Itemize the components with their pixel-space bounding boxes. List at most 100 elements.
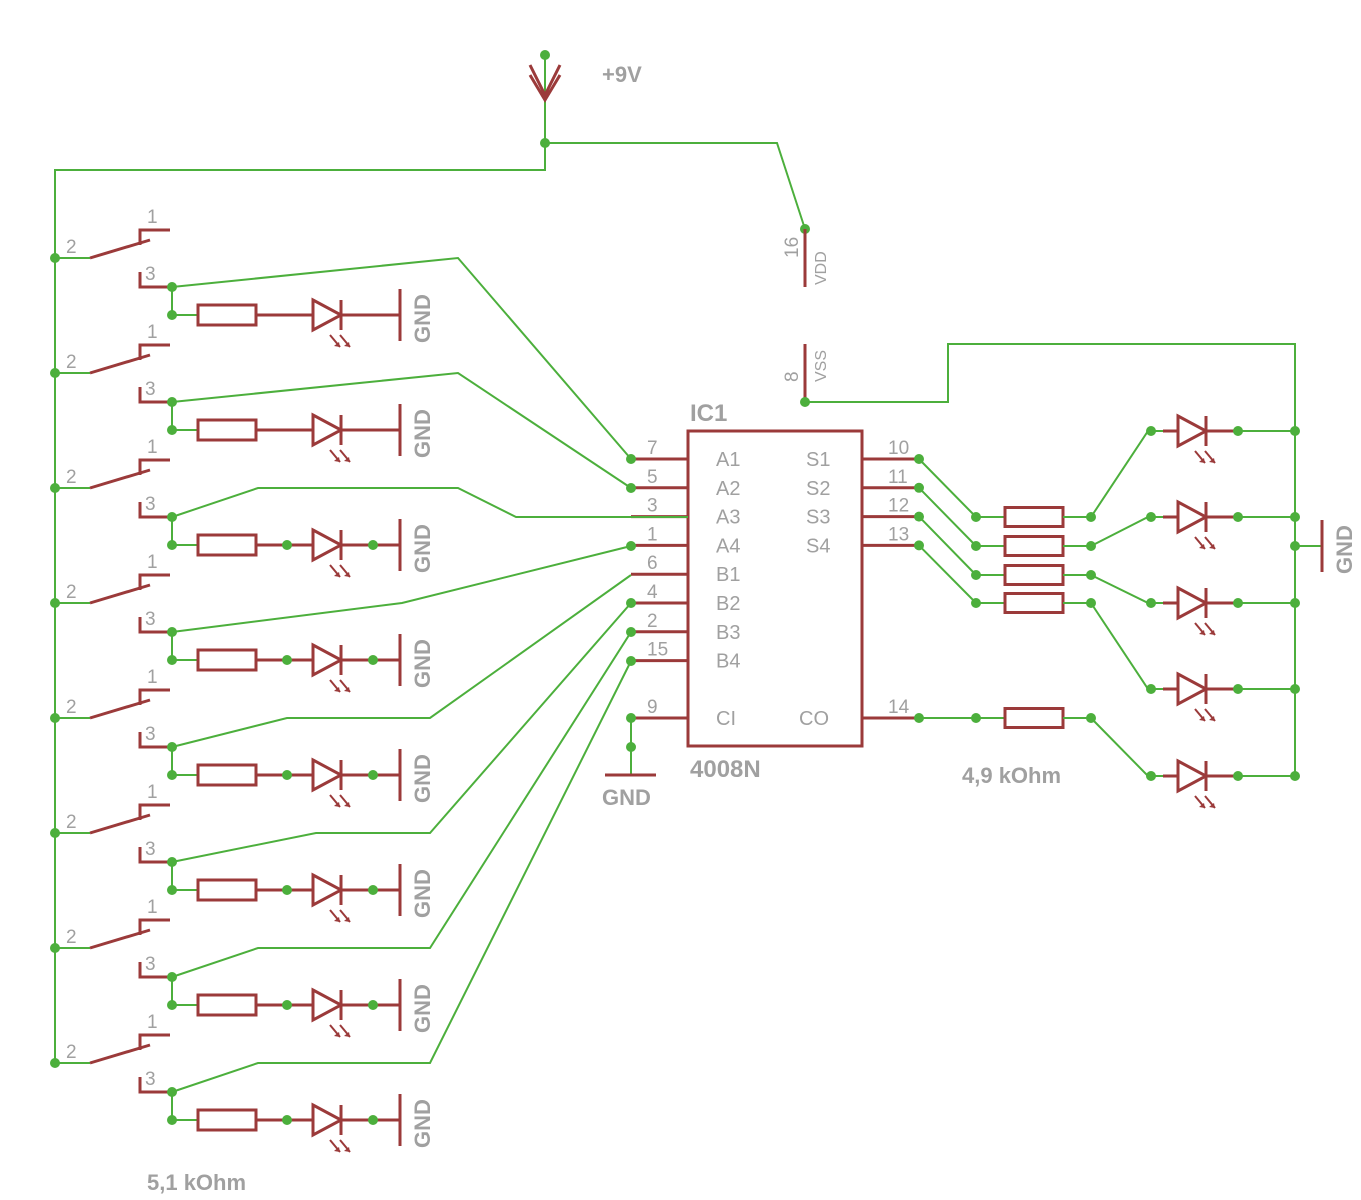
resistor-icon (196, 418, 258, 442)
ic-pin-label: B2 (716, 593, 740, 615)
switch-pin-label: 2 (66, 812, 77, 833)
resistor-icon (196, 648, 258, 672)
gnd-label: GND (410, 869, 435, 918)
switch-pin-label: 1 (147, 437, 158, 458)
led-icon (1176, 499, 1216, 550)
resistor-icon (1003, 506, 1065, 528)
switch-icon[interactable]: 1 2 3 (50, 437, 170, 519)
input-channels: 123GND123GND123GND123GND123GND123GND123G… (50, 207, 435, 1153)
switch-pin-label: 1 (147, 552, 158, 573)
ic-pin-number: 4 (647, 582, 658, 603)
gnd-label: GND (410, 639, 435, 688)
ic-pin-label: A3 (716, 507, 740, 529)
switch-pin-label: 2 (66, 467, 77, 488)
led-icon (311, 297, 351, 348)
ic-pin-label: B1 (716, 564, 740, 586)
switch-pin-label: 1 (147, 782, 158, 803)
switch-pin-label: 2 (66, 352, 77, 373)
vss-pin-number: 8 (782, 371, 803, 382)
ic-pin-label: A1 (716, 449, 740, 471)
gnd-label: GND (410, 754, 435, 803)
gnd-label: GND (410, 294, 435, 343)
switch-pin-label: 2 (66, 582, 77, 603)
led-icon (311, 527, 351, 578)
led-icon (311, 757, 351, 808)
led-icon (1176, 585, 1216, 636)
switch-icon[interactable]: 1 2 3 (50, 1012, 170, 1094)
vdd-pin: 16 VDD (782, 229, 830, 287)
resistor-icon (196, 878, 258, 902)
vss-label: VSS (813, 350, 830, 382)
supply-9v: +9V (528, 50, 642, 143)
led-icon (311, 987, 351, 1038)
switch-pin-label: 1 (147, 207, 158, 228)
input-resistor-value: 5,1 kOhm (147, 1170, 246, 1195)
ic-pin-number: 1 (647, 524, 658, 545)
ic-pin-label: S2 (806, 478, 830, 500)
resistor-icon (196, 763, 258, 787)
resistor-icon (196, 303, 258, 327)
supply-label: +9V (602, 62, 642, 87)
switch-pin-label: 3 (145, 264, 156, 285)
co-label: CO (799, 708, 829, 730)
switch-pin-label: 2 (66, 927, 77, 948)
switch-pin-label: 3 (145, 724, 156, 745)
vdd-label: VDD (813, 251, 830, 285)
ic-pin-number: 3 (647, 496, 658, 517)
ci-gnd-label: GND (602, 785, 651, 810)
led-icon (311, 412, 351, 463)
ic-pin-number: 11 (888, 467, 908, 488)
switch-pin-label: 2 (66, 697, 77, 718)
ic-ref: IC1 (690, 400, 727, 427)
ic-pin-label: S4 (806, 535, 830, 557)
switch-pin-label: 1 (147, 897, 158, 918)
switch-pin-label: 3 (145, 839, 156, 860)
vss-pin: 8 VSS (782, 343, 1296, 430)
led-icon (311, 872, 351, 923)
ic-part: 4008N (690, 756, 761, 783)
ci-label: CI (716, 708, 736, 730)
switch-icon[interactable]: 123 (50, 322, 170, 404)
switch-icon[interactable]: 123 (50, 552, 170, 634)
switch-pin-label: 2 (66, 237, 77, 258)
switch-icon[interactable]: 123 (50, 667, 170, 749)
ic-pin-number: 13 (888, 524, 909, 545)
resistor-icon (1003, 592, 1065, 614)
output-ground: GND (1290, 344, 1357, 776)
switch-pin-label: 3 (145, 494, 156, 515)
switch-icon[interactable]: 1 2 3 (50, 207, 170, 289)
gnd-label: GND (410, 984, 435, 1033)
resistor-icon (196, 533, 258, 557)
switch-pin-label: 1 (147, 1012, 158, 1033)
ic-pin-label: B3 (716, 622, 740, 644)
switch-icon[interactable]: 1 2 3 (50, 782, 170, 864)
ic-pin-number: 6 (647, 553, 658, 574)
switch-icon[interactable]: 123 (50, 897, 170, 979)
ic-pin-number: 7 (647, 438, 658, 459)
output-section (914, 413, 1300, 809)
ic-pin-label: A4 (716, 535, 740, 557)
led-icon (311, 1102, 351, 1153)
co-pin-number: 14 (888, 697, 910, 718)
ci-ground: GND (602, 713, 656, 810)
switch-pin-label: 1 (147, 322, 158, 343)
resistor-icon (1003, 564, 1065, 586)
output-resistor-value: 4,9 kOhm (962, 763, 1061, 788)
resistor-icon (196, 1108, 258, 1132)
switch-pin-label: 3 (145, 1069, 156, 1090)
ic-pin-number: 15 (647, 640, 668, 661)
switch-pin-label: 2 (66, 1042, 77, 1063)
resistor-icon (1003, 535, 1065, 557)
input-routing (171, 256, 688, 1093)
